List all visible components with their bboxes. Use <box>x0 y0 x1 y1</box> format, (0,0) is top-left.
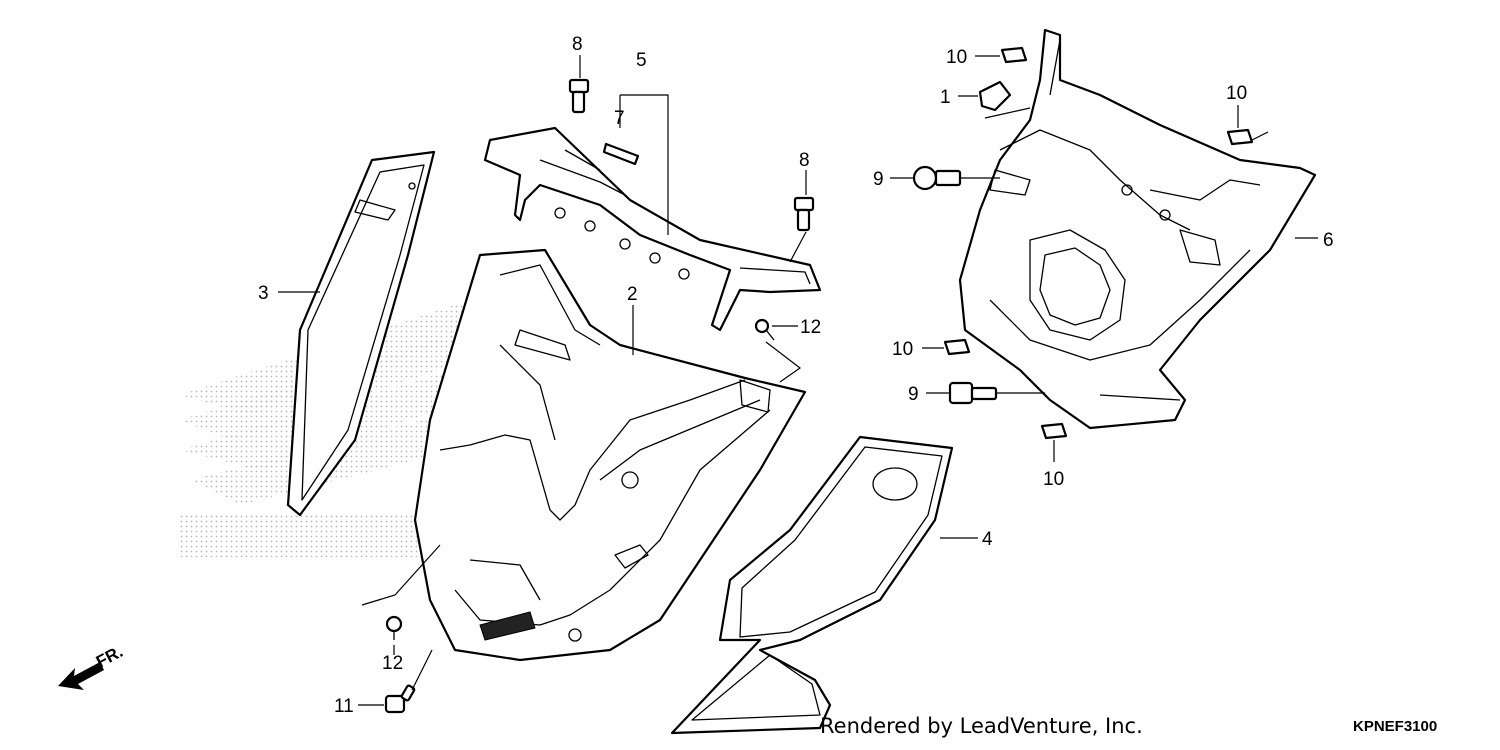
bolt-8-upper <box>568 78 590 114</box>
callout-7: 7 <box>614 108 625 129</box>
front-direction-indicator: FR. <box>58 642 126 690</box>
render-credit: Rendered by LeadVenture, Inc. <box>820 714 1143 738</box>
part-6-inner-cover <box>958 28 1317 430</box>
callout-2: 2 <box>627 284 638 305</box>
bolt-11 <box>384 684 416 714</box>
callout-4: 4 <box>982 529 993 550</box>
clip-10-a <box>1000 46 1028 64</box>
callout-5: 5 <box>636 50 647 71</box>
bolt-9-upper <box>912 165 962 191</box>
grommet-1 <box>978 80 1012 112</box>
part-4-lower-panel <box>670 435 954 735</box>
clip-10-b <box>1226 128 1254 146</box>
callout-10-right: 10 <box>1226 83 1247 104</box>
callout-11: 11 <box>334 696 354 717</box>
callout-3: 3 <box>258 283 269 304</box>
clip-10-c <box>943 338 971 356</box>
callout-labels: 8 5 7 8 3 2 12 4 10 1 10 9 6 10 9 10 12 … <box>258 34 1334 717</box>
screw-12-lower <box>385 615 403 640</box>
callout-1: 1 <box>940 87 951 108</box>
callout-9-upper: 9 <box>873 169 884 190</box>
part-7-pad <box>602 142 640 166</box>
callout-8-upper: 8 <box>572 34 583 55</box>
callout-8-lower: 8 <box>799 150 810 171</box>
bolt-9-lower <box>948 381 998 405</box>
part-2-front-cover <box>413 248 807 662</box>
part-5-upper-bracket <box>483 126 822 332</box>
front-arrow-icon <box>58 662 104 690</box>
callout-10-left: 10 <box>892 339 913 360</box>
callout-10-bottom: 10 <box>1043 469 1064 490</box>
clip-10-d <box>1040 422 1068 440</box>
bolt-8-lower <box>793 196 815 232</box>
screw-12-upper <box>754 318 775 341</box>
leader-lines <box>278 55 1318 706</box>
hardware <box>384 46 1254 714</box>
callout-12-upper: 12 <box>800 317 821 338</box>
diagram-code: KPNEF3100 <box>1353 718 1437 735</box>
callout-12-lower: 12 <box>382 653 403 674</box>
part-3-side-cover <box>286 150 436 517</box>
callout-9-lower: 9 <box>908 384 919 405</box>
callout-6: 6 <box>1323 230 1334 251</box>
callout-10-top: 10 <box>946 47 967 68</box>
